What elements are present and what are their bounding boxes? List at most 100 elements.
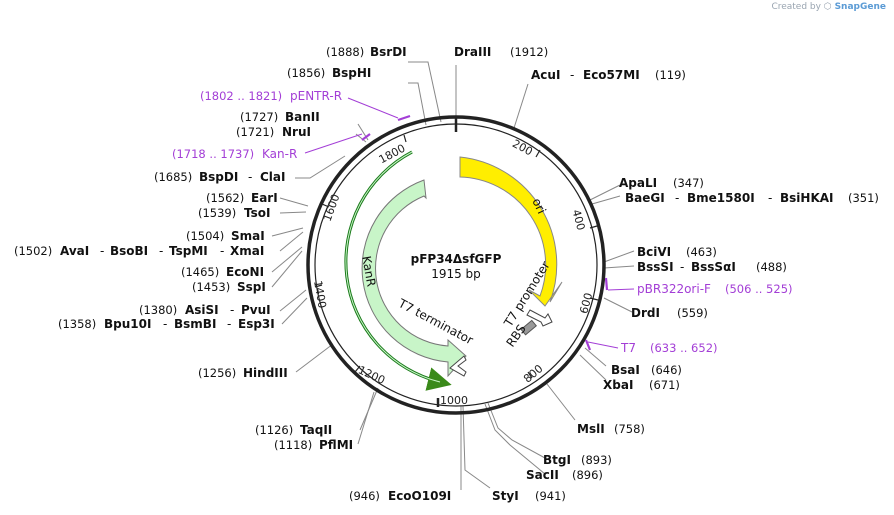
snapgene-credit: Created by ⬡ SnapGene — [771, 2, 886, 12]
tick-label-1400: 1400 — [311, 279, 329, 309]
enzyme-tspmi-name: TspMI — [169, 244, 208, 258]
enzyme-baegi-name: BaeGI — [625, 191, 665, 205]
enzyme-tsoi-pos: (1539) — [198, 206, 236, 220]
primer-t7-range: (633 .. 652) — [650, 341, 718, 355]
enzyme-taqii-name: TaqII — [300, 423, 332, 437]
tick-marks — [314, 117, 599, 407]
enzyme-btgi-name: BtgI — [543, 453, 571, 467]
tick-label-400: 400 — [569, 208, 587, 232]
credit-brand: SnapGene — [834, 2, 886, 12]
enzyme-bsssi-name: BssSI — [637, 260, 674, 274]
enzyme-asisi-name: AsiSI — [185, 303, 219, 317]
t7-promoter-arrow[interactable] — [526, 309, 553, 327]
enzyme-bsai-pos: (646) — [651, 363, 682, 377]
primer-pentr-name[interactable]: pENTR-R — [290, 89, 342, 103]
ori-feature[interactable] — [459, 156, 563, 307]
rbs-box[interactable] — [520, 319, 537, 336]
enzyme-acui-pos: (119) — [655, 68, 686, 82]
ori-label: ori — [529, 196, 548, 216]
primer-pbr322-range: (506 .. 525) — [725, 282, 793, 296]
enzyme-bsihkai-name: BsiHKAI — [780, 191, 834, 205]
enzyme-taqii-pos: (1126) — [255, 423, 293, 437]
enzyme-ecoo109i-name: EcoO109I — [388, 489, 451, 503]
enzyme-apali-pos: (347) — [673, 176, 704, 190]
primer-kanr-name[interactable]: Kan-R — [262, 147, 297, 161]
enzyme-draiii-pos: (1912) — [510, 45, 548, 59]
enzyme-styi-name: StyI — [492, 489, 519, 503]
enzyme-asisi-pos: (1380) — [139, 303, 177, 317]
primer-marks — [361, 114, 609, 351]
enzyme-banii-name: BanII — [285, 110, 320, 124]
enzyme-bsphi-pos: (1856) — [287, 66, 325, 80]
enzyme-msli-name: MslI — [577, 422, 605, 436]
enzyme-bpu10i-pos: (1358) — [58, 317, 96, 331]
enzyme-bsrdi-name: BsrDI — [370, 45, 407, 59]
separator: - — [570, 68, 574, 82]
enzyme-bspdi-pos: (1685) — [154, 170, 192, 184]
enzyme-smai-name: SmaI — [231, 229, 265, 243]
enzyme-bcivi-pos: (463) — [686, 245, 717, 259]
enzyme-esp3i-name: Esp3I — [238, 317, 275, 331]
enzyme-baegi-pos: (351) — [848, 191, 879, 205]
enzyme-hindiii-pos: (1256) — [198, 366, 236, 380]
separator: - — [248, 170, 252, 184]
enzyme-pvui-name: PvuI — [241, 303, 271, 317]
separator: - — [220, 244, 224, 258]
enzyme-drdi-name: DrdI — [631, 306, 660, 320]
enzyme-econi-pos: (1465) — [181, 265, 219, 279]
tick-label-1200: 1200 — [356, 363, 387, 387]
primer-pentr-range: (1802 .. 1821) — [200, 89, 282, 103]
enzyme-sspi-pos: (1453) — [192, 280, 230, 294]
separator: - — [230, 303, 234, 317]
enzyme-bme1580i-name: Bme1580I — [687, 191, 755, 205]
enzyme-drdi-pos: (559) — [677, 306, 708, 320]
enzyme-draiii-name: DraIII — [454, 45, 491, 59]
enzyme-bsphi-name: BspHI — [332, 66, 371, 80]
enzyme-pflmi-name: PflMI — [319, 438, 353, 452]
separator: - — [675, 191, 679, 205]
enzyme-tsoi-name: TsoI — [244, 206, 270, 220]
enzyme-avai-name: AvaI — [60, 244, 89, 258]
enzyme-styi-pos: (941) — [535, 489, 566, 503]
kanr-label: KanR — [359, 255, 378, 288]
enzyme-eco57mi-name: Eco57MI — [583, 68, 640, 82]
enzyme-bsmbi-name: BsmBI — [174, 317, 216, 331]
enzyme-msli-pos: (758) — [614, 422, 645, 436]
enzyme-bcivi-name: BciVI — [637, 245, 671, 259]
t7-terminator-arrow[interactable] — [449, 355, 467, 377]
enzyme-eari-name: EarI — [251, 191, 278, 205]
kanr-outline-inner — [345, 151, 441, 383]
enzyme-btgi-pos: (893) — [581, 453, 612, 467]
enzyme-bspdi-name: BspDI — [199, 170, 238, 184]
enzyme-ecoo109i-pos: (946) — [349, 489, 380, 503]
separator: - — [159, 244, 163, 258]
primer-leader-lines — [304, 97, 635, 349]
separator: - — [227, 317, 231, 331]
enzyme-nrui-name: NruI — [282, 125, 311, 139]
enzyme-xbai-name: XbaI — [603, 378, 633, 392]
primer-t7-name[interactable]: T7 — [620, 341, 636, 355]
enzyme-sspi-name: SspI — [237, 280, 266, 294]
enzyme-clai-name: ClaI — [260, 170, 285, 184]
credit-text: Created by — [771, 2, 821, 12]
enzyme-eari-pos: (1562) — [206, 191, 244, 205]
snapgene-logo-icon: ⬡ — [823, 2, 832, 12]
enzyme-bpu10i-name: Bpu10I — [104, 317, 151, 331]
enzyme-sacii-pos: (896) — [572, 468, 603, 482]
enzyme-pflmi-pos: (1118) — [274, 438, 312, 452]
enzyme-bsobi-name: BsoBI — [110, 244, 148, 258]
primer-kanr-range: (1718 .. 1737) — [172, 147, 254, 161]
enzyme-bsai-name: BsaI — [611, 363, 640, 377]
tick-label-600: 600 — [577, 291, 595, 315]
enzyme-avai-pos: (1502) — [14, 244, 52, 258]
tick-label-800: 800 — [521, 362, 545, 385]
enzyme-acui-name: AcuI — [531, 68, 560, 82]
enzyme-econi-name: EcoNI — [226, 265, 264, 279]
plasmid-size: 1915 bp — [431, 267, 481, 281]
enzyme-apali-name: ApaLI — [619, 176, 657, 190]
plasmid-name: pFP34ΔsfGFP — [411, 252, 502, 266]
primer-pbr322-name[interactable]: pBR322ori-F — [637, 282, 711, 296]
enzyme-hindiii-name: HindIII — [243, 366, 288, 380]
separator: - — [100, 244, 104, 258]
